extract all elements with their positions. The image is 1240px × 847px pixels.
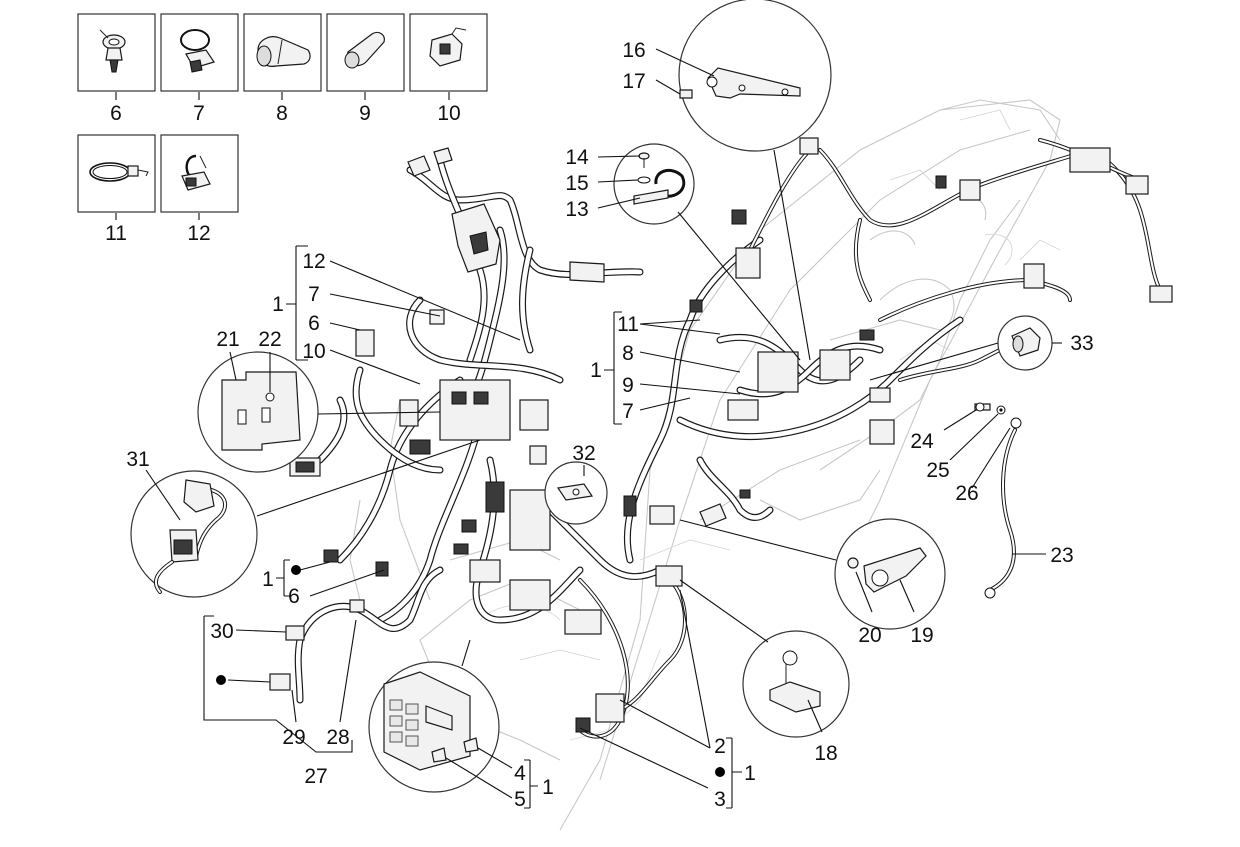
label-16: 16 [622, 39, 645, 62]
label-1-bracket-d: 1 [744, 762, 756, 785]
label-8-bracket: 8 [622, 342, 634, 365]
label-5: 5 [514, 788, 526, 811]
label-1-bracket-e: 1 [542, 776, 554, 799]
label-30: 30 [210, 620, 233, 643]
label-25: 25 [926, 459, 949, 482]
label-6-bracket: 6 [308, 312, 320, 335]
label-11-bracket: 11 [617, 313, 639, 336]
label-7-bracket: 7 [308, 283, 320, 306]
label-32: 32 [572, 442, 595, 465]
leader-lines [115, 48, 1062, 809]
marker-dot-1 [291, 565, 301, 575]
callout-plate-21 [197, 351, 319, 473]
label-4: 4 [514, 762, 526, 785]
label-21: 21 [216, 328, 239, 351]
label-1-bracket-c: 1 [262, 568, 274, 591]
callout-fuse-box [368, 661, 500, 793]
connector-clip-icon [429, 27, 467, 67]
label-2: 2 [714, 735, 726, 758]
callout-bracket-16 [678, 0, 832, 152]
angled-boot-icon [344, 31, 385, 69]
label-6-bracket-c: 6 [288, 585, 300, 608]
label-1-bracket-b: 1 [590, 359, 602, 382]
label-19: 19 [910, 624, 933, 647]
catalog-label-11: 11 [105, 222, 127, 245]
label-15: 15 [565, 172, 588, 195]
label-27: 27 [304, 765, 327, 788]
label-22: 22 [258, 328, 281, 351]
label-20: 20 [858, 624, 881, 647]
label-26: 26 [955, 482, 978, 505]
label-7-bracket-b: 7 [622, 400, 634, 423]
label-24: 24 [910, 430, 934, 453]
callout-connector-31 [130, 470, 258, 598]
label-23: 23 [1050, 544, 1073, 567]
rear-wiring-harness [623, 137, 1173, 564]
catalog-label-9: 9 [359, 102, 371, 125]
battery-cable [974, 402, 1022, 599]
marker-dot-2 [216, 675, 226, 685]
part-catalog-grid: 6 7 8 9 10 11 12 [77, 13, 488, 245]
label-14: 14 [565, 146, 589, 169]
label-31: 31 [126, 448, 149, 471]
callout-plate-32 [544, 461, 608, 525]
label-13: 13 [565, 198, 588, 221]
cable-tie-icon [89, 162, 149, 182]
catalog-label-8: 8 [276, 102, 288, 125]
label-3: 3 [714, 788, 726, 811]
catalog-label-7: 7 [193, 102, 205, 125]
reference-labels: 16 17 14 15 13 12 1 7 6 10 21 22 11 1 8 … [126, 39, 1093, 811]
label-9-bracket: 9 [622, 374, 634, 397]
label-29: 29 [282, 726, 305, 749]
label-28: 28 [326, 726, 349, 749]
callout-bracket-18 [742, 630, 850, 738]
label-12-bracket: 12 [302, 250, 325, 273]
label-18: 18 [814, 742, 837, 765]
label-10-bracket: 10 [302, 340, 325, 363]
rubber-boot-icon [256, 36, 311, 67]
callout-boot-33 [997, 315, 1053, 371]
label-33: 33 [1070, 332, 1093, 355]
front-wiring-harness [269, 147, 687, 739]
catalog-label-6: 6 [110, 102, 122, 125]
clip-bracket-icon [181, 154, 211, 191]
label-17: 17 [622, 70, 645, 93]
cable-clip-ring-icon [99, 29, 126, 73]
callout-clamp-13 [613, 143, 695, 225]
marker-dot-3 [715, 767, 725, 777]
callout-bracket-19 [834, 518, 946, 630]
catalog-label-12: 12 [187, 222, 210, 245]
catalog-label-10: 10 [437, 102, 460, 125]
band-clamp-icon [180, 29, 215, 73]
label-1-bracket-a: 1 [272, 293, 284, 316]
